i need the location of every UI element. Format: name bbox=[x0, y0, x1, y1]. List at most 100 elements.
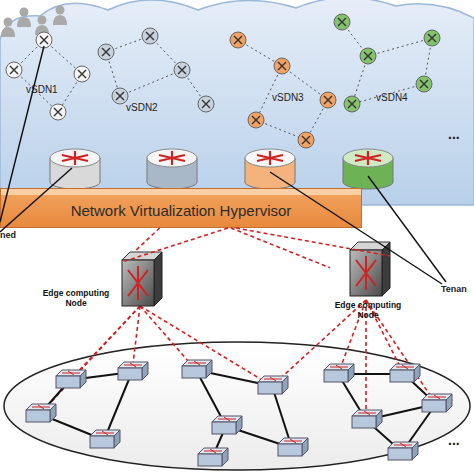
router-arrows bbox=[54, 108, 62, 116]
server-icon bbox=[346, 240, 392, 298]
server-arrows bbox=[356, 256, 376, 290]
switch-front bbox=[118, 368, 142, 380]
router-body bbox=[74, 66, 90, 82]
router-body bbox=[248, 112, 264, 128]
switch-icon bbox=[388, 442, 418, 460]
band-title: Network Virtualization Hypervisor bbox=[71, 197, 292, 219]
router-icon bbox=[230, 32, 246, 48]
server-front bbox=[350, 250, 382, 296]
switch-arrows bbox=[428, 395, 446, 399]
router-arrows bbox=[78, 70, 86, 78]
switch-front bbox=[422, 400, 446, 412]
router-arrows bbox=[234, 36, 242, 44]
router-body bbox=[344, 96, 360, 112]
switch-front bbox=[324, 370, 348, 382]
switch-side bbox=[348, 364, 354, 382]
router-arrows bbox=[278, 62, 286, 70]
switch-side bbox=[142, 362, 148, 380]
person-icon bbox=[53, 6, 67, 26]
switch-arrows bbox=[62, 371, 80, 375]
switch-icon bbox=[212, 416, 242, 434]
switch-icon bbox=[56, 370, 86, 388]
router-icon bbox=[50, 104, 66, 120]
switch-side bbox=[412, 442, 418, 460]
switch-side bbox=[446, 394, 452, 412]
label-text: ... bbox=[448, 126, 460, 142]
router-icon bbox=[424, 30, 440, 46]
router-icon bbox=[344, 96, 360, 112]
switch-arrows bbox=[204, 449, 222, 453]
switch-side bbox=[206, 360, 212, 378]
edge-node: Edge computing Node bbox=[38, 250, 164, 316]
router-icon bbox=[112, 88, 128, 104]
core-router-icon bbox=[147, 149, 197, 189]
switch-icon bbox=[198, 448, 228, 466]
switch-arrows bbox=[188, 361, 206, 365]
router-arrows bbox=[338, 18, 346, 26]
person-head bbox=[38, 16, 47, 25]
switch-icon bbox=[90, 430, 120, 448]
uplink-connector bbox=[136, 228, 159, 250]
router-icon bbox=[320, 92, 336, 108]
core-router-icon bbox=[343, 149, 393, 189]
label-text: ... bbox=[448, 432, 460, 448]
router-body bbox=[98, 44, 114, 60]
person-body bbox=[1, 27, 15, 37]
switch-front bbox=[258, 382, 282, 394]
leader-line bbox=[0, 46, 44, 222]
router-arrows bbox=[257, 151, 283, 165]
core-router-icon bbox=[50, 149, 100, 189]
switch-arrows bbox=[330, 365, 348, 369]
router-arrows bbox=[146, 32, 154, 40]
router-arrows bbox=[102, 48, 110, 56]
switch-side bbox=[222, 448, 228, 466]
router-arrows bbox=[202, 100, 210, 108]
label-text: Tenan bbox=[441, 284, 467, 294]
switch-side bbox=[282, 376, 288, 394]
leader-line bbox=[270, 172, 442, 284]
router-top bbox=[147, 149, 197, 167]
hypervisor-band: Network Virtualization Hypervisor bbox=[0, 188, 362, 228]
node-caption: Edge computing Node bbox=[330, 300, 406, 320]
router-body bbox=[50, 104, 66, 120]
router-arrows bbox=[40, 36, 48, 44]
router-arrows bbox=[62, 151, 88, 165]
physical-network-ellipse bbox=[4, 342, 470, 470]
router-icon bbox=[74, 66, 90, 82]
router-top bbox=[245, 149, 295, 167]
switch-front bbox=[212, 422, 236, 434]
router-body bbox=[230, 32, 246, 48]
router-body bbox=[298, 132, 314, 148]
person-body bbox=[53, 15, 67, 25]
switch-icon bbox=[278, 438, 308, 456]
router-body bbox=[36, 32, 52, 48]
leader-lines bbox=[0, 46, 446, 284]
server-arrows bbox=[128, 266, 148, 300]
switch-side bbox=[236, 416, 242, 434]
switch-side bbox=[50, 404, 56, 422]
person-head bbox=[20, 8, 29, 17]
switch-arrows bbox=[32, 405, 50, 409]
switch-front bbox=[390, 370, 414, 382]
switch-side bbox=[302, 438, 308, 456]
switch-arrows bbox=[394, 443, 412, 447]
router-body bbox=[360, 48, 376, 64]
virtual-link bbox=[352, 84, 424, 104]
uplink-connector bbox=[231, 228, 330, 268]
router-arrows bbox=[178, 66, 186, 74]
router-body bbox=[274, 58, 290, 74]
switch-icon bbox=[182, 360, 212, 378]
person-head bbox=[4, 18, 13, 27]
label-text: ned bbox=[0, 230, 16, 240]
router-body bbox=[416, 76, 432, 92]
label-text: vSDN4 bbox=[376, 92, 408, 103]
switch-arrows bbox=[284, 439, 302, 443]
server-front bbox=[122, 260, 154, 306]
router-icon bbox=[360, 48, 376, 64]
uplink-line bbox=[122, 228, 228, 262]
router-arrows bbox=[348, 100, 356, 108]
